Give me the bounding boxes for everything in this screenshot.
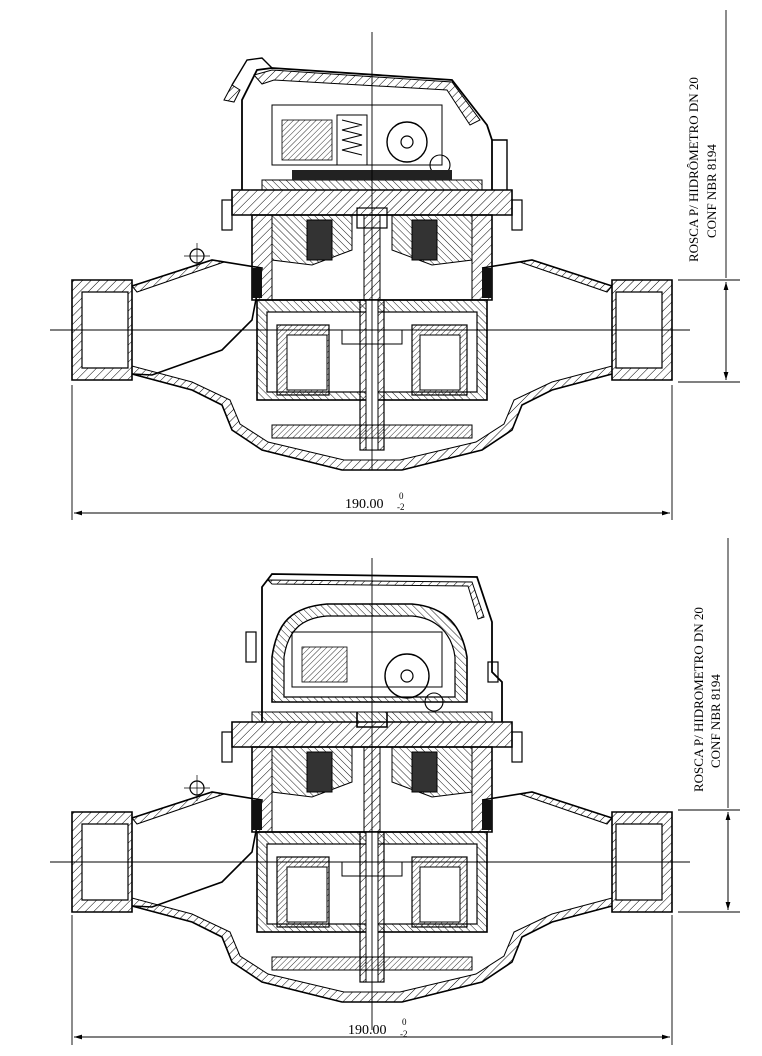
- length-tolerance-lower-top: -2: [397, 502, 405, 512]
- length-tolerance-lower-bottom: -2: [400, 1029, 408, 1039]
- meter-section-top: 190.00 0 -2 ROSCA P/ HIDRÔMETRO DN 20 CO…: [50, 10, 740, 520]
- length-tolerance-upper-bottom: 0: [402, 1017, 407, 1027]
- thread-note-line2-top: CONF NBR 8194: [704, 144, 719, 238]
- length-dimension-value-bottom: 190.00: [348, 1023, 387, 1038]
- thread-note-line1-top: ROSCA P/ HIDRÔMETRO DN 20: [686, 77, 701, 262]
- length-dimension-value-top: 190.00: [345, 497, 384, 512]
- length-tolerance-upper-top: 0: [399, 491, 404, 501]
- thread-note-line1-bottom: ROSCA P/ HIDROMETRO DN 20: [691, 607, 706, 792]
- meter-section-bottom: 190.00 0 -2 ROSCA P/ HIDROMETRO DN 20 CO…: [50, 538, 740, 1045]
- thread-note-line2-bottom: CONF NBR 8194: [708, 674, 723, 768]
